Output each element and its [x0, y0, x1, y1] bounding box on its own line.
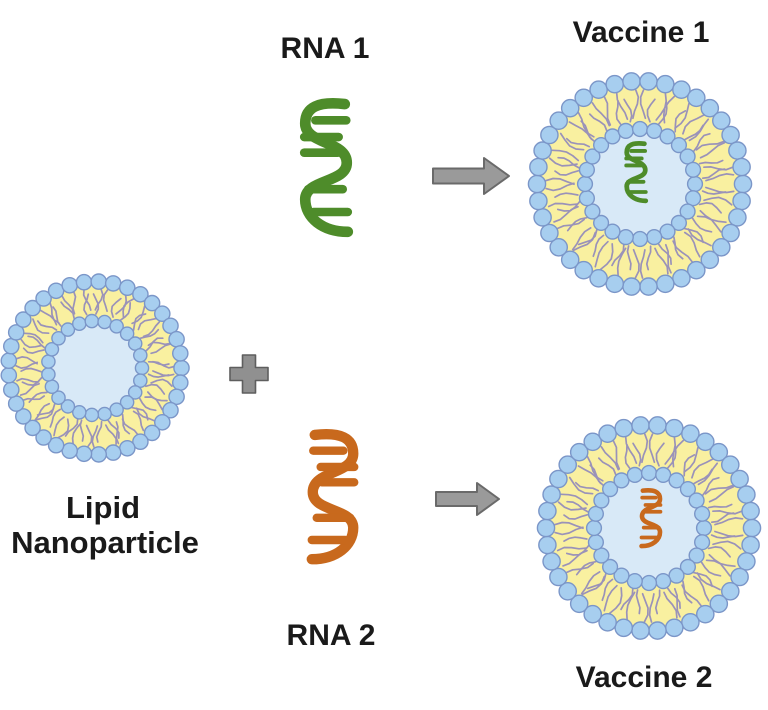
vaccine2-rna-payload-icon [639, 488, 663, 549]
rna2-label: RNA 2 [287, 619, 376, 652]
arrow-right-icon-bottom [435, 482, 500, 516]
plus-icon [229, 354, 269, 394]
lipid-nanoparticle [0, 273, 190, 463]
rna2-helix-icon [306, 429, 359, 565]
vaccine1-particle [527, 72, 753, 296]
vaccine1-label: Vaccine 1 [573, 16, 710, 49]
lipid-nanoparticle-label-line1: Lipid [66, 490, 140, 525]
lipid-nanoparticle-label-line2: Nanoparticle [11, 525, 199, 560]
vaccine2-label: Vaccine 2 [576, 661, 713, 694]
arrow-right-icon-top [432, 157, 510, 195]
rna1-label: RNA 1 [281, 32, 370, 65]
vaccine1-rna-payload-icon [624, 141, 649, 204]
rna1-helix-icon [299, 98, 354, 238]
